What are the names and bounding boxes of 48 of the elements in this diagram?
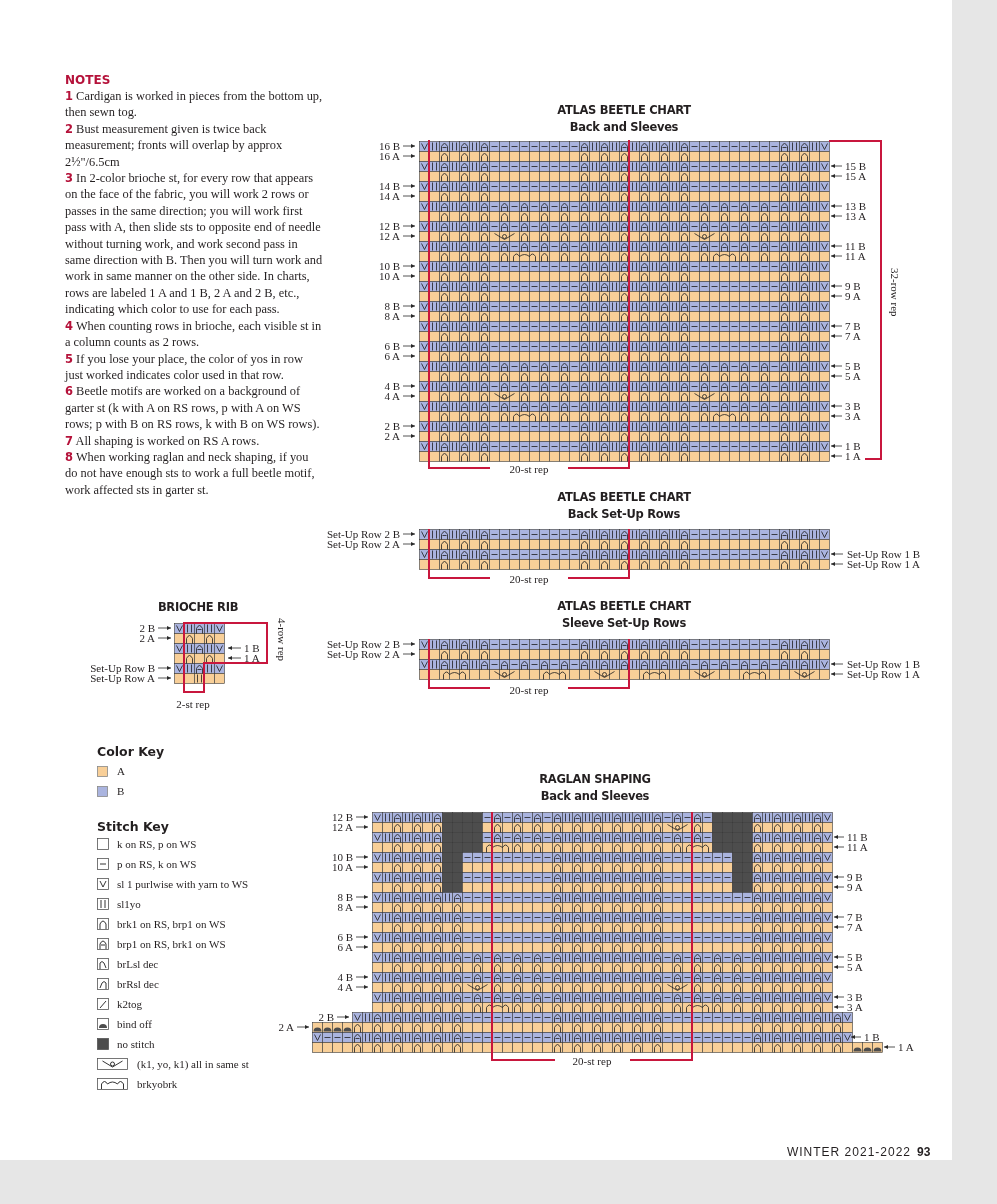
page-number: 93 xyxy=(917,1144,931,1159)
legend-label: brp1 on RS, brk1 on WS xyxy=(117,937,226,951)
note-paragraph: 5 If you lose your place, the color of yos in row just worked indicates color used in that row. xyxy=(65,350,304,384)
chart-subtitle: Back and Sleeves xyxy=(569,119,679,134)
note-paragraph: 2 Bust measurement given is twice back measurement; fronts will overlap by approx 2½"/6.5cm xyxy=(65,120,284,171)
key-heading: Color Key xyxy=(97,744,165,759)
chart-title: ATLAS BEETLE CHART xyxy=(557,598,691,613)
row-label: 2 B xyxy=(318,1010,334,1024)
chart-subtitle: Sleeve Set-Up Rows xyxy=(562,615,686,630)
notes-heading: NOTES xyxy=(65,72,111,87)
legend-label: bind off xyxy=(117,1017,152,1031)
legend-label: brkyobrk xyxy=(137,1077,178,1091)
note-paragraph: 6 Beetle motifs are worked on a background of garter st (k with A on RS rows, p with A on WS rows; p with B on RS rows, k with B on WS rows). xyxy=(65,383,321,433)
legend-label: k on RS, p on WS xyxy=(117,837,197,851)
legend-label: B xyxy=(117,784,125,798)
repeat-label: 20-st rep xyxy=(509,683,549,697)
chart-title: RAGLAN SHAPING xyxy=(539,771,651,786)
legend-label: k2tog xyxy=(117,997,143,1011)
chart-title: ATLAS BEETLE CHART xyxy=(557,102,691,117)
chart-subtitle: Back Set-Up Rows xyxy=(567,506,681,521)
legend-label: (k1, yo, k1) all in same st xyxy=(137,1057,249,1071)
repeat-label: 4-row rep xyxy=(275,618,288,662)
legend-label: sl1yo xyxy=(117,897,141,911)
chart-title: ATLAS BEETLE CHART xyxy=(557,489,691,504)
note-paragraph: 3 In 2-color brioche st, for every row that appears on the face of the fabric, you will work 2 rows or passes in the same direction; you will work first pass with A, then slide sts to opposite end of needle without turning work, and work second pass in same direction with B. Then you will turn work and work in same manner on the other side. In charts, rows are labeled 1 A and 1 B, 2 A and 2 B, etc., indicating which color to use for each pass. xyxy=(65,170,323,318)
repeat-label: 2-st rep xyxy=(176,697,210,711)
chart-subtitle: Back and Sleeves xyxy=(540,788,650,803)
legend-label: sl 1 purlwise with yarn to WS xyxy=(117,877,249,891)
key-heading: Stitch Key xyxy=(97,819,169,834)
row-label: 2 A xyxy=(278,1020,294,1034)
repeat-label: 20-st rep xyxy=(509,462,549,476)
note-paragraph: 1 Cardigan is worked in pieces from the bottom up, then sewn tog. xyxy=(65,88,323,121)
legend-label: A xyxy=(117,764,125,778)
legend-label: brRsl dec xyxy=(117,977,159,991)
legend-label: no stitch xyxy=(117,1037,155,1051)
row-label: 1 A xyxy=(898,1040,914,1054)
repeat-label: 20-st rep xyxy=(509,572,549,586)
legend-label: brLsl dec xyxy=(117,957,159,971)
note-paragraph: 4 When counting rows in brioche, each visible st in a column counts as 2 rows. xyxy=(65,317,323,351)
legend-label: brk1 on RS, brp1 on WS xyxy=(117,917,226,931)
note-paragraph: 8 When working raglan and neck shaping, if you do not have enough sts to work a full beetle motif, work affected sts in garter st. xyxy=(65,448,316,499)
legend-label: p on RS, k on WS xyxy=(117,857,197,871)
row-label: 1 B xyxy=(864,1030,880,1044)
issue-label: WINTER 2021-2022 xyxy=(786,1144,911,1159)
chart-title: BRIOCHE RIB xyxy=(157,599,239,614)
note-paragraph: 7 All shaping is worked on RS A rows. xyxy=(65,432,261,449)
repeat-label: 20-st rep xyxy=(572,1054,612,1068)
repeat-label: 32-row rep xyxy=(888,268,901,317)
